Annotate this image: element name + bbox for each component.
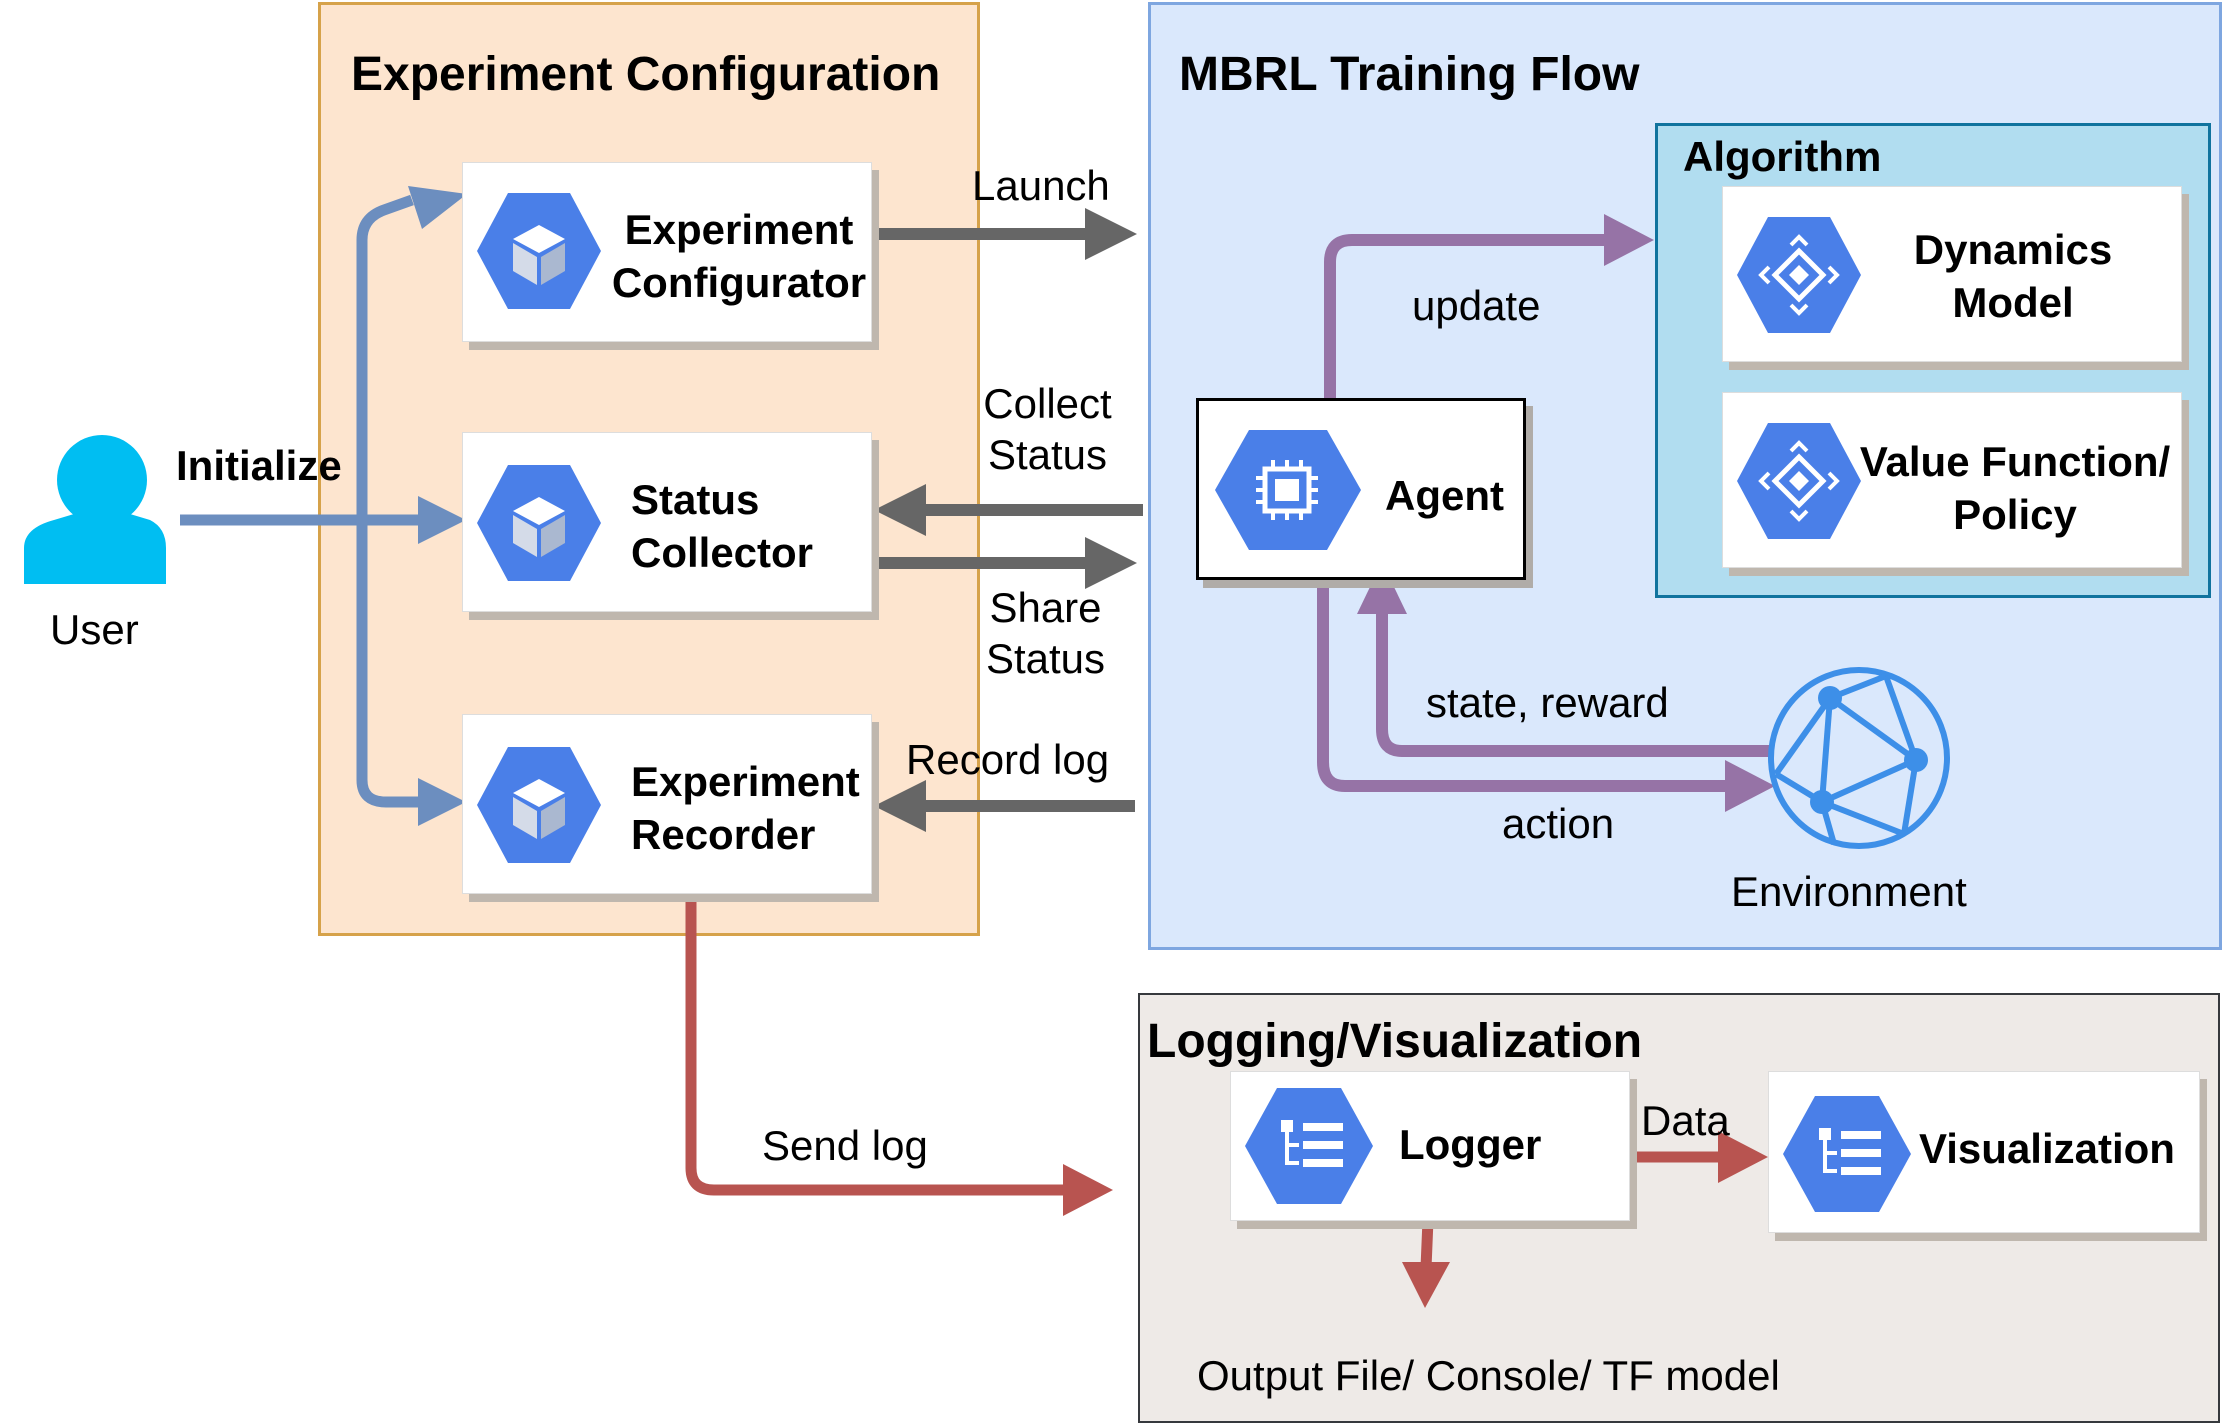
update-label: update	[1412, 282, 1541, 329]
experiment-configurator-node[interactable]: Experiment Configurator	[462, 162, 872, 342]
agent-node[interactable]: Agent	[1196, 398, 1526, 580]
panel-title: Experiment Configuration	[351, 48, 941, 101]
cube-icon	[477, 747, 601, 863]
status-collector-node[interactable]: Status Collector	[462, 432, 872, 612]
node-label-line: Recorder	[631, 811, 816, 859]
environment-label: Environment	[1731, 868, 1967, 915]
diamond-arrows-icon	[1737, 423, 1861, 539]
status-arrows	[870, 228, 1143, 812]
label-line: Collect	[983, 380, 1112, 427]
update-arrow	[1324, 234, 1620, 398]
node-label-line: Value Function/	[1859, 438, 2171, 485]
label-line: Status	[985, 635, 1106, 683]
user-label: User	[50, 606, 139, 653]
panel-title: MBRL Training Flow	[1179, 48, 1640, 101]
output-arrow	[1420, 1219, 1434, 1269]
label-line: Status	[987, 431, 1108, 479]
panel-title: Logging/Visualization	[1147, 1015, 1643, 1068]
experiment-recorder-node[interactable]: Experiment Recorder	[462, 714, 872, 894]
share-status-label: Share Status	[973, 582, 1118, 684]
node-label-line: Status	[631, 476, 760, 523]
initialize-arrow-configurator	[356, 194, 414, 520]
panel-title: Algorithm	[1683, 133, 1882, 180]
node-label: Logger	[1399, 1121, 1542, 1168]
node-label-line: Experiment	[624, 206, 854, 253]
diamond-arrows-icon	[1737, 217, 1861, 333]
label-line: Share	[989, 584, 1102, 631]
output-label: Output File/ Console/ TF model	[1197, 1352, 1780, 1399]
action-label: action	[1502, 800, 1615, 847]
node-label-line: Model	[1952, 279, 2074, 327]
log-arrows	[685, 902, 1720, 1269]
data-label: Data	[1641, 1097, 1730, 1144]
value-function-policy-node[interactable]: Value Function/ Policy	[1722, 392, 2182, 568]
state-reward-arrow	[1376, 610, 1772, 757]
initialize-arrows	[180, 194, 420, 808]
node-label: Agent	[1385, 472, 1504, 519]
send-log-label: Send log	[762, 1122, 928, 1169]
collect-status-label: Collect Status	[975, 378, 1120, 480]
node-label-line: Dynamics	[1913, 226, 2113, 273]
node-label-line: Configurator	[611, 259, 867, 307]
dynamics-model-node[interactable]: Dynamics Model	[1722, 186, 2182, 362]
send-log-arrow	[685, 902, 1068, 1196]
agent-arrows	[1317, 234, 1772, 792]
cube-icon	[477, 193, 601, 309]
network-globe-icon	[1768, 667, 1950, 849]
launch-label: Launch	[972, 162, 1110, 209]
node-label-line: Experiment	[631, 758, 860, 805]
person-icon	[24, 435, 166, 584]
state-reward-label: state, reward	[1426, 679, 1669, 726]
action-arrow	[1317, 580, 1738, 792]
cube-icon	[477, 465, 601, 581]
node-label: Visualization	[1919, 1125, 2175, 1172]
initialize-arrow-recorder	[356, 520, 420, 808]
visualization-node[interactable]: Visualization	[1768, 1071, 2200, 1233]
list-icon	[1245, 1088, 1373, 1204]
node-label-line: Collector	[631, 529, 814, 577]
logger-node[interactable]: Logger	[1230, 1071, 1630, 1221]
node-label-line: Policy	[1953, 491, 2077, 539]
chip-icon	[1215, 430, 1361, 550]
record-log-label: Record log	[906, 736, 1110, 783]
initialize-label: Initialize	[176, 442, 342, 489]
list-icon	[1783, 1096, 1911, 1212]
